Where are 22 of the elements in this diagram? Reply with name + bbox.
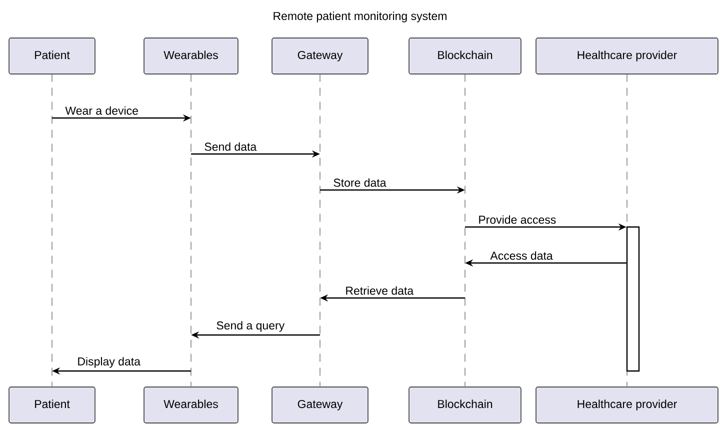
activation-bar [626, 226, 640, 372]
edge-label: Display data [76, 356, 142, 369]
participant-box: Gateway [272, 386, 368, 424]
participant-box: Patient [8, 386, 96, 424]
edge-label: Send data [203, 141, 258, 152]
lifeline [190, 74, 192, 386]
participant-box: Gateway [272, 38, 368, 74]
participant-box: Blockchain [408, 38, 522, 74]
lifeline [464, 74, 466, 386]
participant-box: Healthcare provider [536, 38, 718, 74]
participant-box: Healthcare provider [536, 386, 718, 424]
participant-box: Patient [8, 38, 96, 74]
edge-label: Retrieve data [344, 285, 415, 296]
participant-box: Wearables [144, 38, 238, 74]
edge-label: Send a query [215, 320, 286, 333]
edge-label: Access data [489, 250, 554, 261]
edge-label: Store data [332, 177, 388, 188]
participant-box: Blockchain [408, 386, 522, 424]
participant-box: Wearables [144, 386, 238, 424]
edge-label: Wear a device [64, 105, 140, 116]
edge-label: Provide access [477, 214, 558, 225]
title: Remote patient monitoring system [274, 12, 446, 22]
